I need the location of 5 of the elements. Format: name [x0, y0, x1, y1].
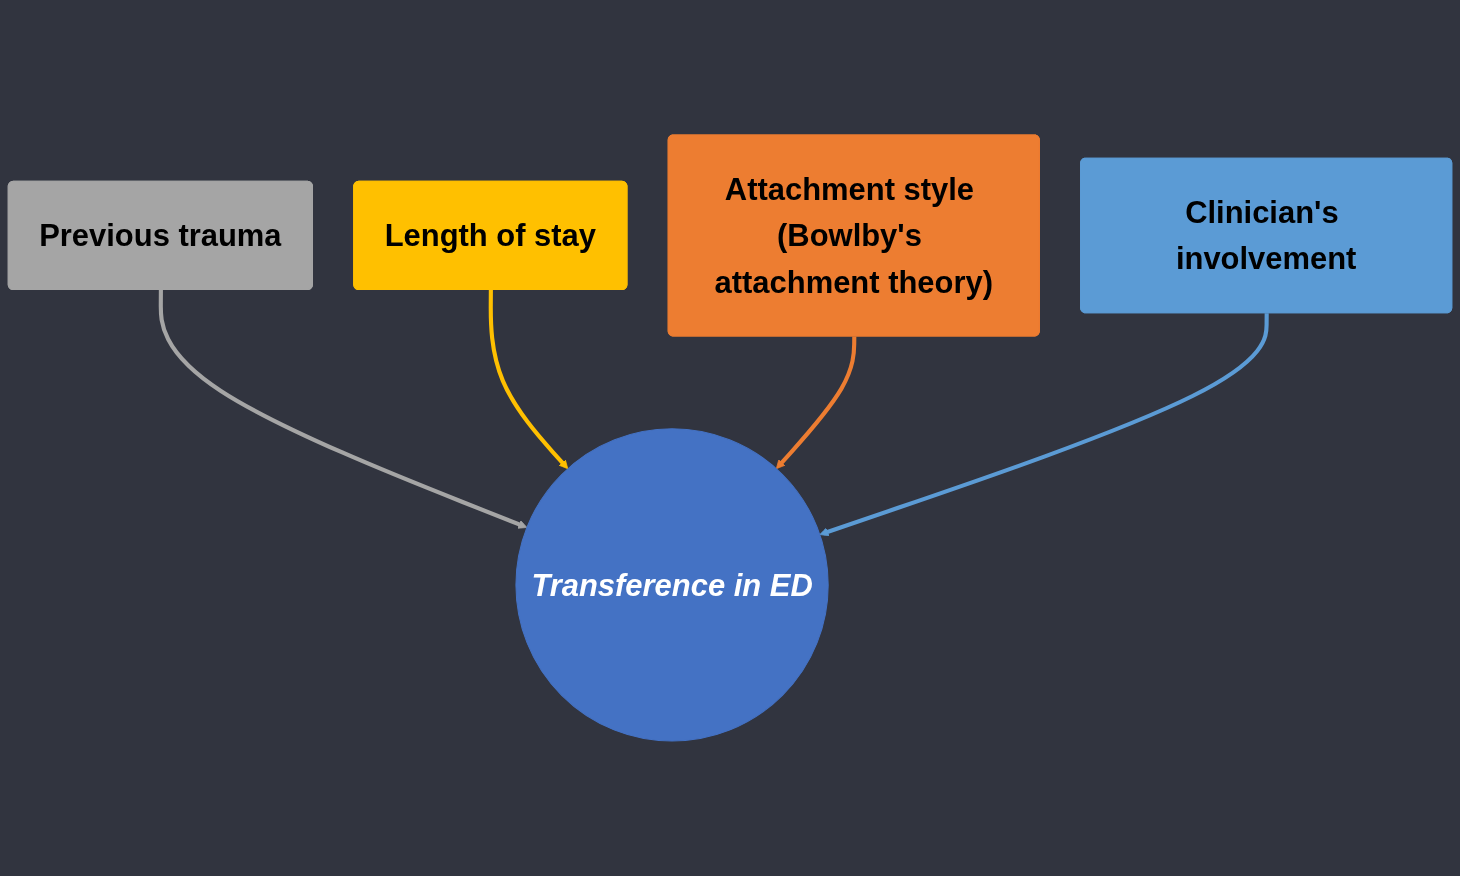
arrow — [775, 336, 857, 470]
node-circle: Transference in ED — [515, 428, 829, 742]
arrow — [158, 290, 528, 529]
arrow — [819, 313, 1269, 537]
arrow — [488, 290, 569, 470]
